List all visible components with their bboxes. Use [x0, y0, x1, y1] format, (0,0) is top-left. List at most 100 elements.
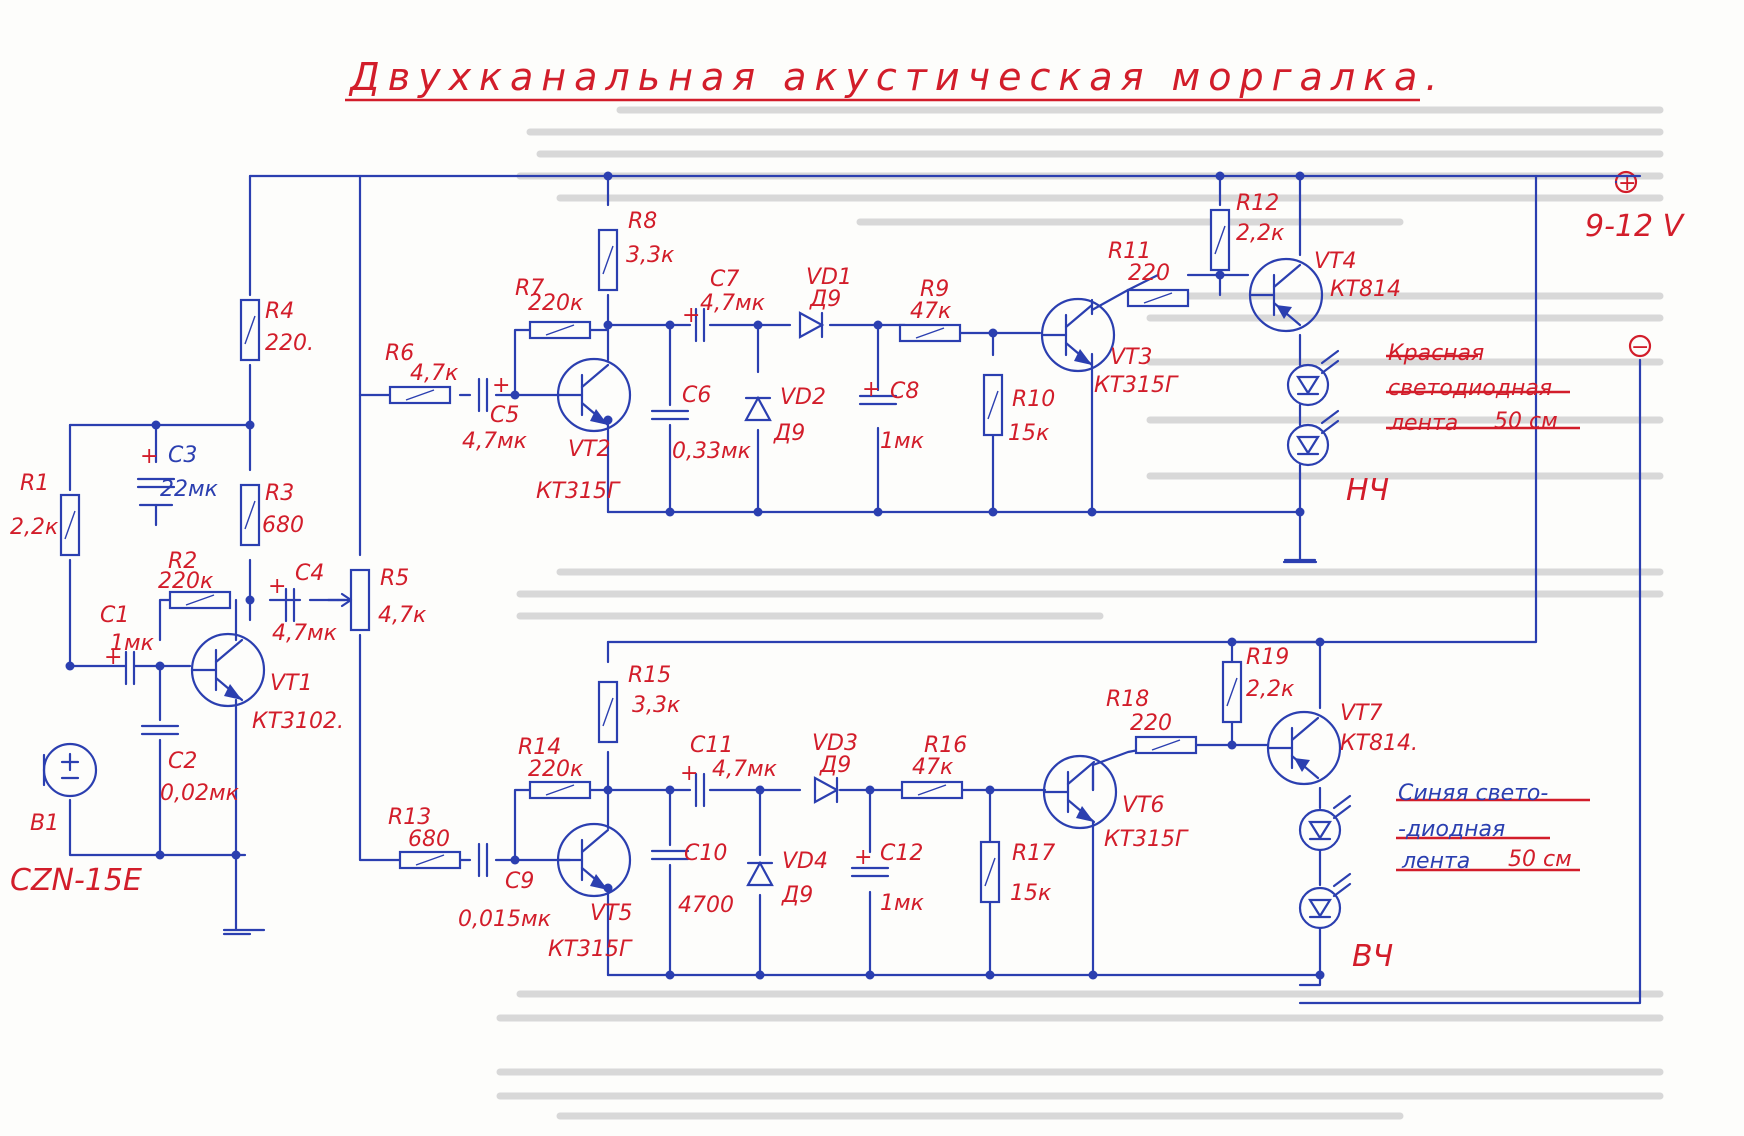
c4-value: 4,7мк [272, 621, 338, 646]
r8-ref: R8 [628, 209, 657, 234]
transistor-vt6 [1042, 754, 1118, 830]
r14-ref: R14 [518, 735, 561, 760]
transistor-vt3 [1040, 297, 1116, 373]
r16-value: 47к [912, 755, 954, 780]
c9-value: 0,015мк [458, 907, 552, 932]
diode-vd4 [746, 860, 774, 887]
r3-value: 680 [262, 513, 304, 538]
vd4-ref: VD4 [782, 849, 828, 874]
c12-ref: C12 [880, 841, 923, 866]
transistor-vt2 [556, 357, 632, 433]
c9-ref: C9 [505, 869, 534, 894]
diode-vd2 [744, 395, 772, 422]
r8-value: 3,3к [626, 243, 675, 268]
capacitor-c5 [477, 377, 489, 413]
r12-value: 2,2к [1236, 221, 1285, 246]
transistor-vt1 [190, 632, 266, 708]
resistor-r13 [398, 850, 462, 870]
c2-ref: C2 [168, 749, 197, 774]
r6-value: 4,7к [410, 361, 459, 386]
vd2-ref: VD2 [780, 385, 826, 410]
r13-value: 680 [408, 827, 450, 852]
c11-ref: C11 [690, 733, 733, 758]
c2-value: 0,02мк [160, 781, 240, 806]
capacitor-c2 [140, 724, 180, 736]
r10-ref: R10 [1012, 387, 1055, 412]
r13-ref: R13 [388, 805, 431, 830]
capacitor-c9 [477, 842, 489, 878]
transistor-vt5 [556, 822, 632, 898]
r3-ref: R3 [265, 481, 294, 506]
vd1-type: Д9 [809, 287, 841, 312]
vt3-type: КТ315Г [1094, 373, 1179, 398]
c8-ref: C8 [890, 379, 919, 404]
svg-text:+: + [268, 574, 286, 599]
c3-ref: C3 [168, 443, 197, 468]
vd3-type: Д9 [819, 753, 851, 778]
resistor-r2 [168, 590, 232, 610]
resistor-r1 [59, 493, 81, 557]
junction-dots [65, 171, 1325, 980]
diode-vd3 [813, 776, 840, 804]
c1-ref: C1 [100, 603, 129, 628]
r2-ref: R2 [168, 549, 197, 574]
hf-led-note-line3: лента [1401, 849, 1470, 874]
c11-value: 4,7мк [712, 757, 778, 782]
lf-led-note-line3: лента [1389, 411, 1458, 436]
r7-ref: R7 [515, 276, 544, 301]
r12-ref: R12 [1236, 191, 1279, 216]
vt7-ref: VT7 [1340, 701, 1383, 726]
mic-type: CZN-15E [10, 863, 142, 898]
schematic-title: Двухканальная акустическая моргалка. [348, 55, 1445, 99]
r19-ref: R19 [1246, 645, 1289, 670]
capacitor-c4 [284, 587, 296, 623]
r11-ref: R11 [1108, 239, 1151, 264]
resistor-r18 [1134, 735, 1198, 755]
lf-led-note-line4: 50 см [1494, 409, 1558, 434]
r10-value: 15к [1008, 421, 1050, 446]
r19-value: 2,2к [1246, 677, 1295, 702]
c10-ref: C10 [684, 841, 727, 866]
r17-value: 15к [1010, 881, 1052, 906]
supply-minus-terminal: − [1628, 334, 1652, 360]
r4-value: 220. [265, 331, 314, 356]
r1-value: 2,2к [10, 515, 59, 540]
vt1-ref: VT1 [270, 671, 313, 696]
resistor-r8 [597, 228, 619, 292]
r15-ref: R15 [628, 663, 671, 688]
r15-value: 3,3к [632, 693, 681, 718]
svg-text:+: + [1618, 171, 1636, 196]
resistor-r3 [239, 483, 261, 547]
resistor-r15 [597, 680, 619, 744]
capacitor-c10 [650, 849, 690, 861]
r6-ref: R6 [385, 341, 414, 366]
r11-value: 220 [1128, 261, 1170, 286]
lf-led-note-line2: светодиодная [1388, 376, 1552, 401]
r17-ref: R17 [1012, 841, 1055, 866]
resistor-r10 [982, 373, 1004, 437]
hf-led-note-line1: Синяя свето- [1398, 781, 1548, 806]
c1-value: 1мк [110, 631, 155, 656]
r5-ref: R5 [380, 566, 409, 591]
vt5-type: КТ315Г [548, 937, 633, 962]
resistor-r19 [1221, 660, 1243, 724]
r16-ref: R16 [924, 733, 967, 758]
vt7-type: КТ814. [1340, 731, 1418, 756]
resistor-r11 [1126, 288, 1190, 308]
vt2-type: КТ315Г [536, 479, 621, 504]
r7-value: 220к [528, 291, 584, 316]
led-blue-2-icon [1298, 872, 1352, 930]
resistor-r16 [900, 780, 964, 800]
capacitor-c6 [650, 409, 690, 421]
capacitor-c1 [124, 650, 136, 686]
vd4-type: Д9 [781, 883, 813, 908]
r18-ref: R18 [1106, 687, 1149, 712]
hf-band-label: ВЧ [1352, 939, 1393, 974]
hf-led-note-line4: 50 см [1508, 847, 1572, 872]
svg-text:+: + [140, 444, 158, 469]
hf-led-note-line2: -диодная [1398, 817, 1505, 842]
c6-value: 0,33мк [672, 439, 752, 464]
svg-text:+: + [862, 377, 880, 402]
vd3-ref: VD3 [812, 731, 858, 756]
